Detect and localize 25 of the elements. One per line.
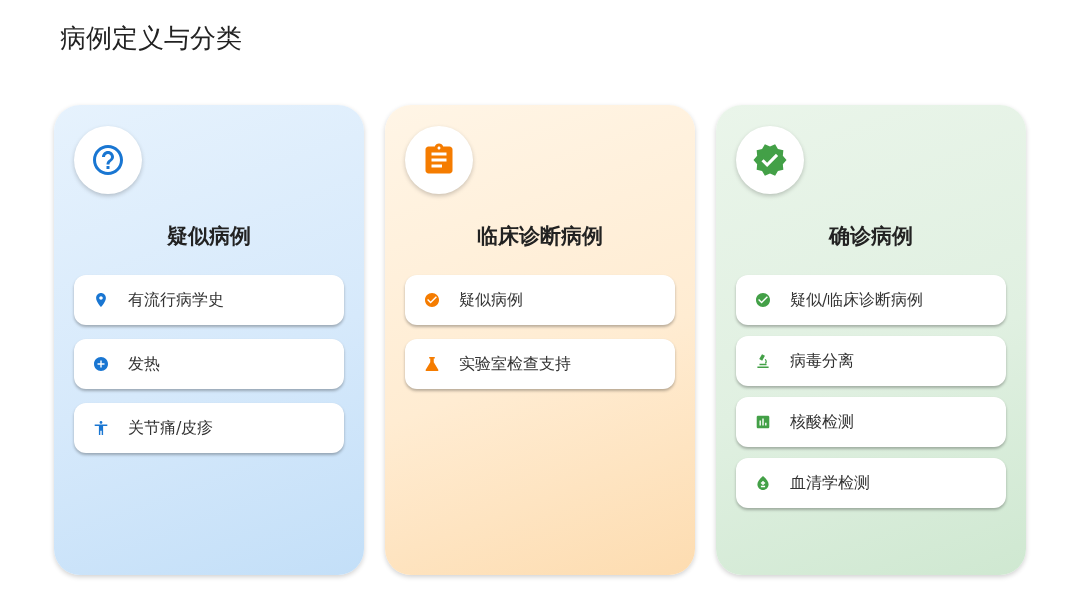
item-card [736, 336, 1006, 386]
card-heading: 确诊病例 [829, 223, 913, 248]
item-text: 发热 [128, 353, 160, 375]
item-card [74, 403, 344, 453]
card-heading: 疑似病例 [167, 223, 251, 248]
item-text: 关节痛/皮疹 [128, 417, 214, 439]
item-card [736, 458, 1006, 508]
card-heading: 临床诊断病例 [477, 223, 603, 248]
category-card [54, 105, 364, 575]
item-text: 疑似病例 [459, 289, 523, 311]
item-text: 病毒分离 [790, 350, 854, 372]
category-card [716, 105, 1026, 575]
item-text: 实验室检查支持 [459, 353, 571, 375]
item-card [405, 275, 675, 325]
item-card [405, 339, 675, 389]
item-card [736, 397, 1006, 447]
category-card [385, 105, 695, 575]
item-card [736, 275, 1006, 325]
item-text: 血清学检测 [790, 472, 870, 494]
item-card [74, 339, 344, 389]
item-text: 核酸检测 [790, 411, 854, 433]
item-text: 疑似/临床诊断病例 [790, 289, 924, 311]
item-text: 有流行病学史 [128, 289, 224, 311]
slide-title: 病例定义与分类 [60, 22, 242, 55]
item-card [74, 275, 344, 325]
